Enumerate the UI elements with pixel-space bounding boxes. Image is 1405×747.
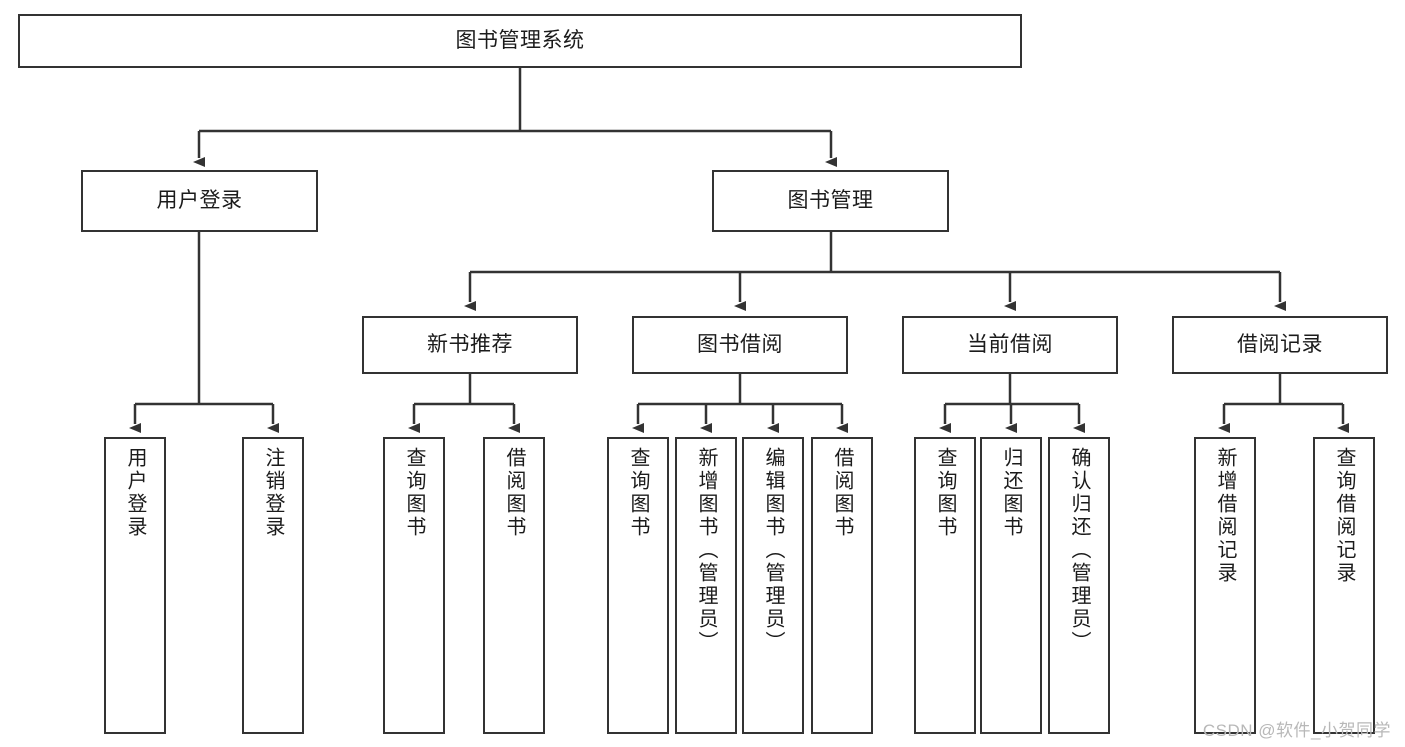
node-new-book-recommend[interactable]: 新书推荐: [362, 316, 578, 374]
node-leaf-borrow-book-1[interactable]: 借阅图书: [483, 437, 545, 734]
edges-user-login-to-leaves: [129, 232, 279, 433]
node-current-borrow-label: 当前借阅: [967, 333, 1053, 357]
node-book-borrow-label: 图书借阅: [697, 333, 783, 357]
node-borrow-record[interactable]: 借阅记录: [1172, 316, 1388, 374]
edges-current-borrow-to-leaves: [939, 374, 1085, 433]
edges-root-to-level2: [193, 68, 837, 167]
node-book-manage-label: 图书管理: [787, 189, 874, 213]
node-leaf-query-book-2[interactable]: 查询图书: [607, 437, 669, 734]
node-leaf-edit-book[interactable]: 编辑图书（管理员）: [742, 437, 804, 734]
edges-borrow-record-to-leaves: [1218, 374, 1349, 433]
node-leaf-user-login-label: 用户登录: [124, 447, 146, 539]
node-leaf-query-book-3[interactable]: 查询图书: [914, 437, 976, 734]
node-leaf-add-record[interactable]: 新增借阅记录: [1194, 437, 1256, 734]
watermark: CSDN @软件_小贺同学: [1202, 721, 1391, 740]
node-leaf-query-record-label: 查询借阅记录: [1333, 447, 1355, 585]
node-leaf-add-record-label: 新增借阅记录: [1214, 447, 1236, 585]
node-root-label: 图书管理系统: [455, 29, 585, 53]
node-leaf-borrow-book-2-label: 借阅图书: [831, 447, 853, 539]
node-leaf-query-record[interactable]: 查询借阅记录: [1313, 437, 1375, 734]
node-leaf-query-book-3-label: 查询图书: [934, 447, 956, 539]
node-leaf-borrow-book-1-label: 借阅图书: [503, 447, 525, 539]
node-leaf-borrow-book-2[interactable]: 借阅图书: [811, 437, 873, 734]
node-leaf-query-book-1-label: 查询图书: [403, 447, 425, 539]
node-borrow-record-label: 借阅记录: [1237, 333, 1323, 357]
node-leaf-return-book-label: 归还图书: [1000, 447, 1022, 539]
node-leaf-confirm-return[interactable]: 确认归还（管理员）: [1048, 437, 1110, 734]
node-leaf-logout-login[interactable]: 注销登录: [242, 437, 304, 734]
node-leaf-logout-login-label: 注销登录: [262, 447, 284, 539]
node-new-book-recommend-label: 新书推荐: [427, 333, 513, 357]
node-leaf-return-book[interactable]: 归还图书: [980, 437, 1042, 734]
edges-book-borrow-to-leaves: [632, 374, 848, 433]
node-leaf-user-login[interactable]: 用户登录: [104, 437, 166, 734]
node-user-login[interactable]: 用户登录: [81, 170, 318, 232]
node-leaf-edit-book-label: 编辑图书（管理员）: [762, 447, 784, 654]
edges-new-book-recommend-to-leaves: [408, 374, 520, 433]
node-current-borrow[interactable]: 当前借阅: [902, 316, 1118, 374]
node-book-borrow[interactable]: 图书借阅: [632, 316, 848, 374]
node-user-login-label: 用户登录: [156, 189, 243, 213]
node-leaf-add-book[interactable]: 新增图书（管理员）: [675, 437, 737, 734]
edges-book-manage-to-level3: [464, 232, 1286, 311]
node-leaf-query-book-1[interactable]: 查询图书: [383, 437, 445, 734]
node-root[interactable]: 图书管理系统: [18, 14, 1022, 68]
node-book-manage[interactable]: 图书管理: [712, 170, 949, 232]
node-leaf-add-book-label: 新增图书（管理员）: [695, 447, 717, 654]
node-leaf-confirm-return-label: 确认归还（管理员）: [1068, 447, 1090, 654]
node-leaf-query-book-2-label: 查询图书: [627, 447, 649, 539]
